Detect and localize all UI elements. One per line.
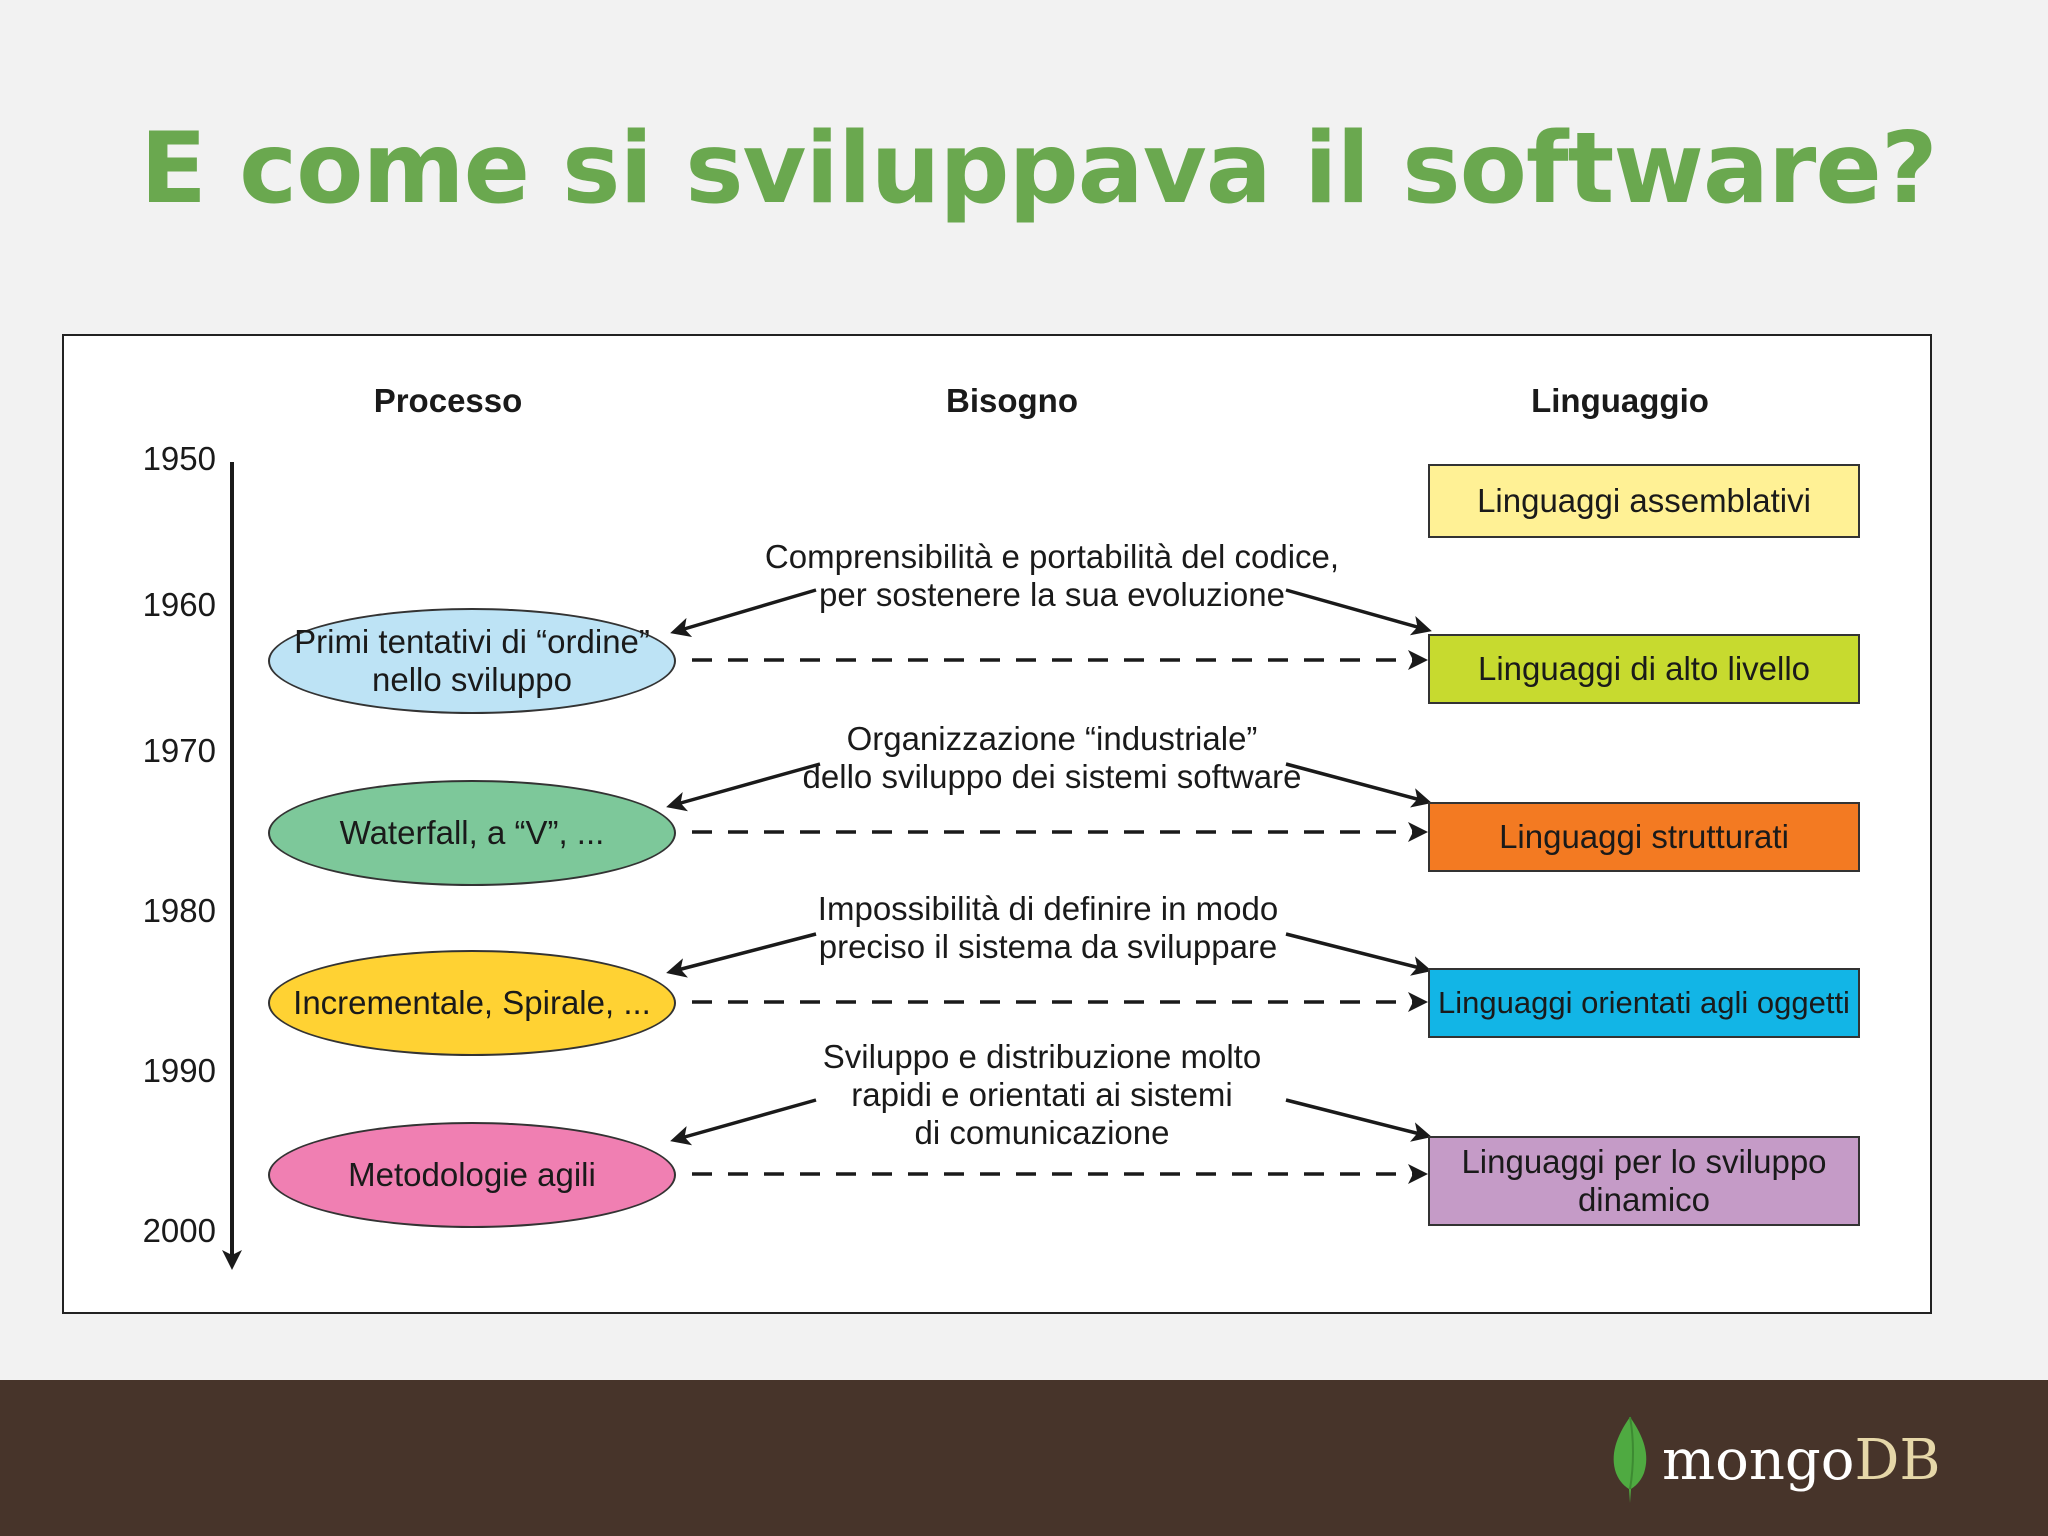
need-1-to-language-arrow [1285,588,1432,636]
logo-text-mongo: mongo [1662,1427,1855,1493]
footer-bar [0,1380,2048,1536]
year-label: 1950 [142,440,216,477]
header-need: Bisogno [946,382,1078,419]
need-2-to-language-arrow [1285,762,1432,808]
process-node-early-order: Primi tentativi di “ordine” nello svilup… [268,608,676,714]
need-3-to-process-arrow [666,932,817,978]
need-3-to-language-arrow [1285,932,1432,976]
language-box-assembly: Linguaggi assemblativi [1428,464,1860,538]
year-label: 1970 [142,732,216,769]
year-label: 2000 [142,1212,216,1249]
header-process: Processo [373,382,523,419]
process-node-agile: Metodologie agili [268,1122,676,1228]
need-2-to-process-arrow [666,762,821,812]
header-language: Linguaggio [1531,382,1709,419]
year-label: 1980 [142,892,216,929]
need-4-to-language-arrow [1285,1098,1432,1142]
need-text: Organizzazione “industriale” dello svilu… [802,720,1302,795]
need-text: Impossibilità di definire in modo precis… [817,890,1279,965]
language-box-object-oriented: Linguaggi orientati agli oggetti [1428,968,1860,1038]
need-1-to-process-arrow [670,588,817,638]
process-node-waterfall: Waterfall, a “V”, ... [268,780,676,886]
mongodb-leaf-icon [1613,1416,1647,1503]
need-text: Sviluppo e distribuzione molto rapidi e … [822,1038,1262,1151]
diagram-arrows [222,462,1432,1270]
need-text: Comprensibilità e portabilità del codice… [764,538,1340,613]
language-box-dynamic: Linguaggi per lo sviluppo dinamico [1428,1136,1860,1226]
year-label: 1960 [142,586,216,623]
slide-title: E come si sviluppava il software? [140,112,1938,226]
need-4-to-process-arrow [670,1098,817,1146]
language-box-structured: Linguaggi strutturati [1428,802,1860,872]
language-box-high-level: Linguaggi di alto livello [1428,634,1860,704]
mongodb-logo: mongoDB [1608,1410,1941,1510]
process-node-incremental: Incrementale, Spirale, ... [268,950,676,1056]
logo-text-db: DB [1854,1427,1941,1493]
timeline-diagram: Processo Bisogno Linguaggio 1950 1960 19… [62,334,1932,1314]
year-label: 1990 [142,1052,216,1089]
